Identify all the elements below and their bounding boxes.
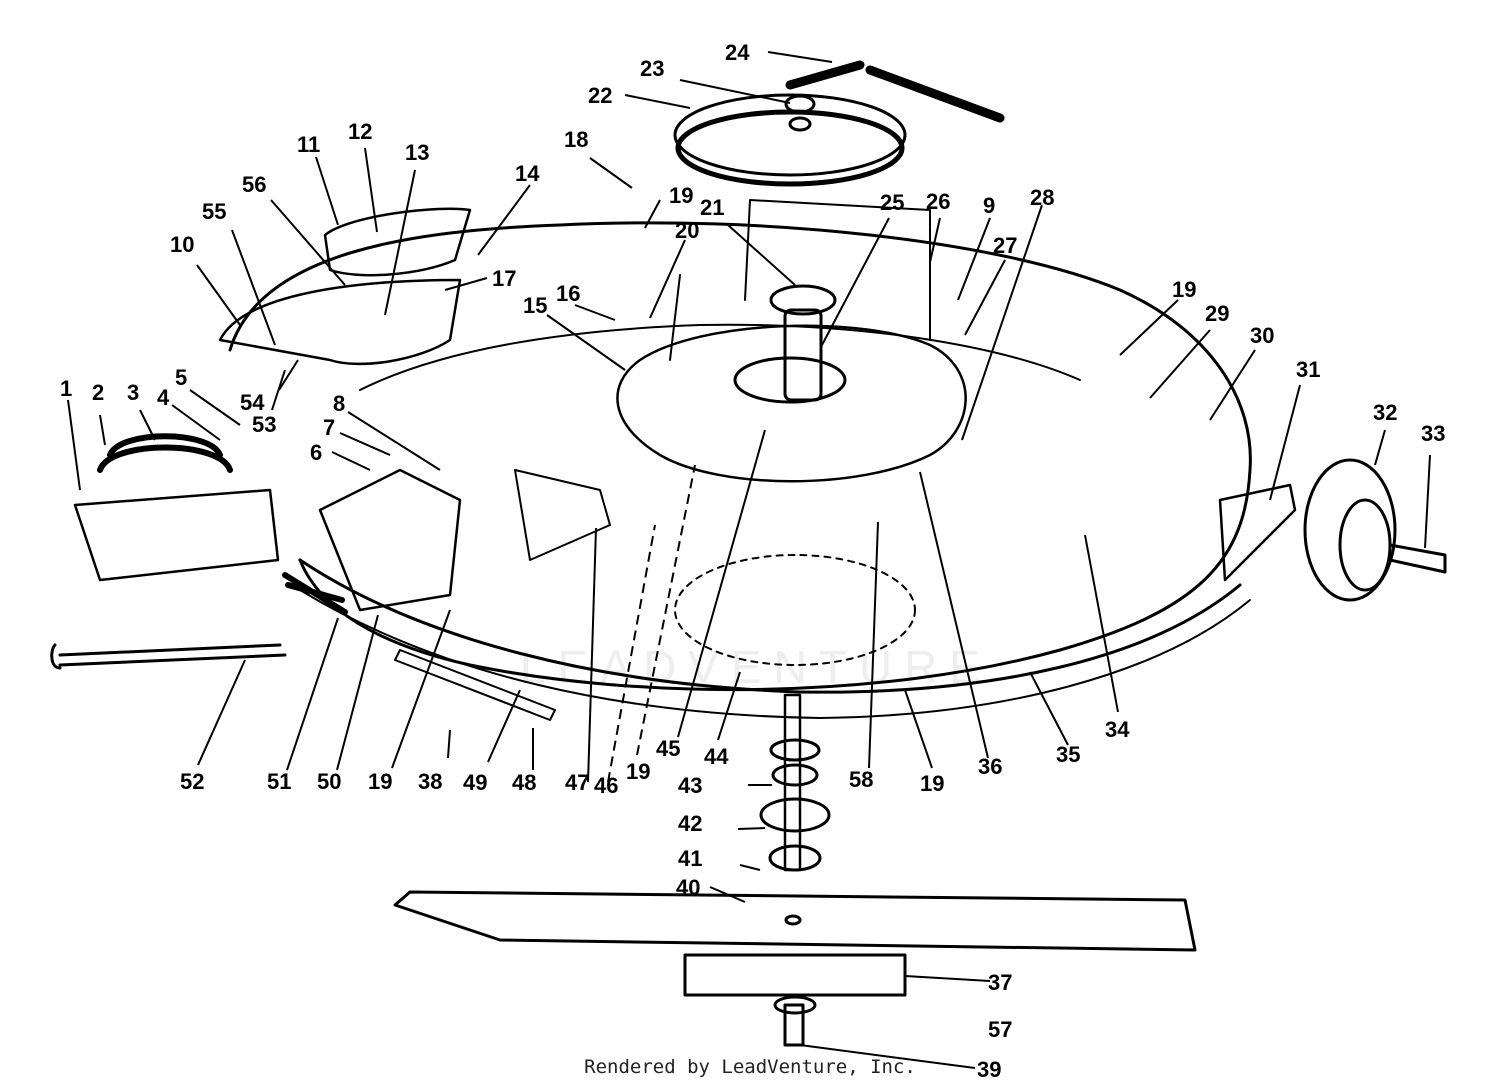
callout-58: 58 bbox=[849, 767, 873, 792]
callout-16: 16 bbox=[556, 281, 580, 306]
callout-43: 43 bbox=[678, 773, 702, 798]
callout-10: 10 bbox=[170, 232, 194, 257]
callout-18: 18 bbox=[564, 127, 588, 152]
pulley bbox=[673, 93, 907, 177]
callout-19-c: 19 bbox=[368, 769, 392, 794]
callout-26: 26 bbox=[926, 189, 950, 214]
callout-46: 46 bbox=[594, 773, 618, 798]
callout-8: 8 bbox=[333, 391, 345, 416]
callout-5: 5 bbox=[175, 365, 187, 390]
spindle-plate bbox=[616, 324, 967, 483]
callout-19-d: 19 bbox=[626, 759, 650, 784]
callout-9: 9 bbox=[983, 193, 995, 218]
callout-13: 13 bbox=[405, 140, 429, 165]
callout-33: 33 bbox=[1421, 421, 1445, 446]
callout-4: 4 bbox=[157, 385, 170, 410]
callout-3: 3 bbox=[127, 380, 139, 405]
callout-55: 55 bbox=[202, 199, 226, 224]
wheel bbox=[1303, 458, 1397, 602]
callout-44: 44 bbox=[704, 744, 729, 769]
callout-51: 51 bbox=[267, 769, 291, 794]
callout-22: 22 bbox=[588, 83, 612, 108]
callout-23: 23 bbox=[640, 56, 664, 81]
callout-28: 28 bbox=[1030, 185, 1054, 210]
callout-15: 15 bbox=[523, 293, 547, 318]
callout-12: 12 bbox=[348, 119, 372, 144]
callout-45: 45 bbox=[656, 736, 680, 761]
callout-21: 21 bbox=[700, 195, 724, 220]
callout-35: 35 bbox=[1056, 742, 1080, 767]
callout-34: 34 bbox=[1105, 717, 1130, 742]
callout-29: 29 bbox=[1205, 301, 1229, 326]
callout-52: 52 bbox=[180, 769, 204, 794]
callout-2: 2 bbox=[92, 380, 104, 405]
callout-42: 42 bbox=[678, 811, 702, 836]
callout-11: 11 bbox=[297, 132, 320, 157]
callout-36: 36 bbox=[978, 754, 1002, 779]
callout-37: 37 bbox=[988, 970, 1012, 995]
callout-39: 39 bbox=[977, 1057, 1001, 1082]
callout-41: 41 bbox=[678, 846, 702, 871]
callout-14: 14 bbox=[515, 161, 540, 186]
callout-19-a: 19 bbox=[669, 183, 693, 208]
callout-25: 25 bbox=[880, 190, 904, 215]
callout-7: 7 bbox=[323, 415, 335, 440]
callout-32: 32 bbox=[1373, 400, 1397, 425]
callout-20: 20 bbox=[675, 218, 699, 243]
callout-56: 56 bbox=[242, 172, 266, 197]
callout-27: 27 bbox=[993, 233, 1017, 258]
deck-shell bbox=[228, 221, 1252, 692]
callout-24: 24 bbox=[725, 40, 750, 65]
callout-47: 47 bbox=[565, 770, 589, 795]
callout-53: 53 bbox=[252, 412, 276, 437]
credit-line: Rendered by LeadVenture, Inc. bbox=[584, 1056, 916, 1078]
callout-1: 1 bbox=[60, 376, 72, 401]
callout-31: 31 bbox=[1296, 357, 1320, 382]
callout-57: 57 bbox=[988, 1017, 1012, 1042]
callout-30: 30 bbox=[1250, 323, 1274, 348]
callout-19-e: 19 bbox=[920, 771, 944, 796]
callout-49: 49 bbox=[463, 770, 487, 795]
callout-38: 38 bbox=[418, 769, 442, 794]
callout-54: 54 bbox=[240, 390, 265, 415]
callout-19-b: 19 bbox=[1172, 277, 1196, 302]
callout-50: 50 bbox=[317, 769, 341, 794]
callout-48: 48 bbox=[512, 770, 536, 795]
callout-6: 6 bbox=[310, 440, 322, 465]
blade bbox=[393, 890, 1197, 952]
callout-17: 17 bbox=[492, 266, 516, 291]
callout-40: 40 bbox=[676, 875, 700, 900]
